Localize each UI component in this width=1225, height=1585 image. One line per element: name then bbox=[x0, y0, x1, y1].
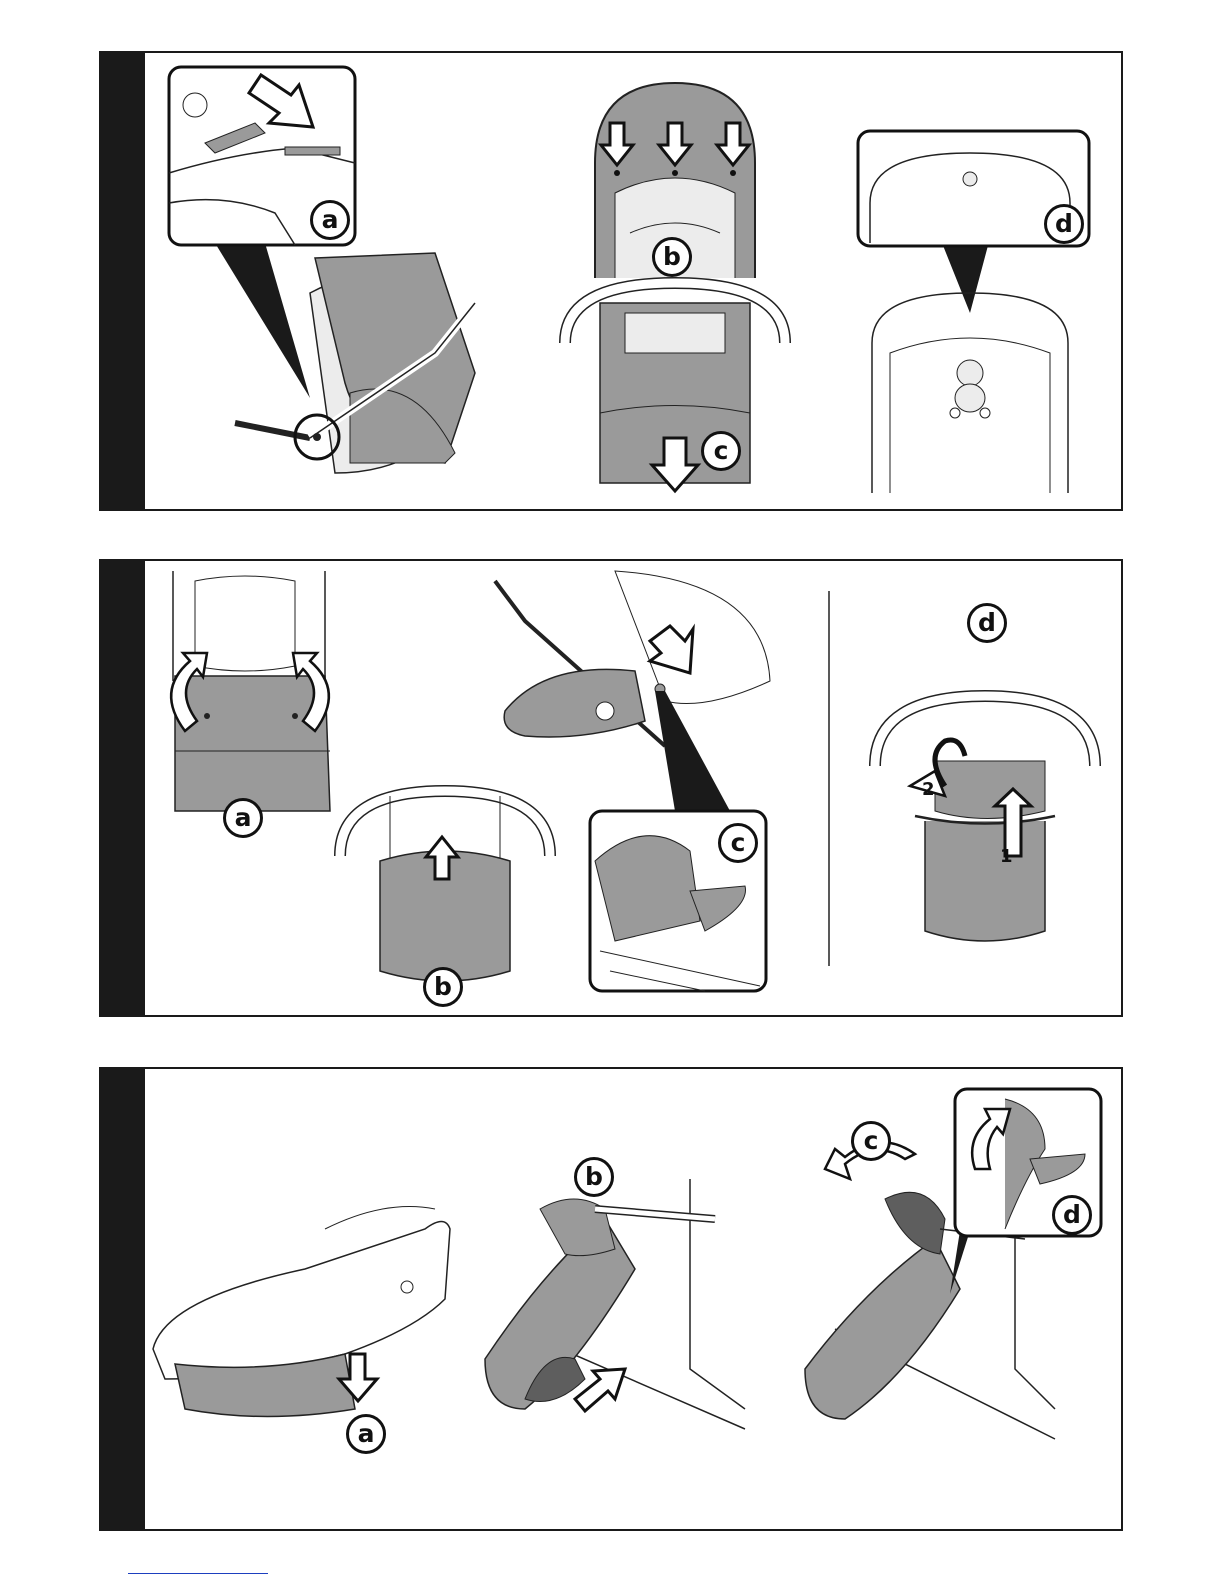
step-label-d: d bbox=[1044, 204, 1084, 244]
panel-side-bar bbox=[101, 53, 145, 509]
step-label-c: c bbox=[718, 823, 758, 863]
footmuff-d bbox=[925, 821, 1045, 941]
step-label-b: b bbox=[652, 237, 692, 277]
callout-wedge bbox=[215, 243, 310, 398]
arrows-down-b bbox=[601, 123, 749, 165]
panel-side-bar bbox=[101, 561, 145, 1015]
footmuff-c bbox=[805, 1239, 960, 1419]
step-number-2: 2 bbox=[922, 779, 935, 800]
step-label-b: b bbox=[574, 1157, 614, 1197]
step-label-a: a bbox=[310, 200, 350, 240]
step-label-a: a bbox=[223, 798, 263, 838]
step-label-d: d bbox=[967, 603, 1007, 643]
footmuff-a bbox=[153, 1222, 450, 1380]
footer-underline bbox=[128, 1573, 268, 1574]
step-label-c: c bbox=[701, 431, 741, 471]
step-label-a: a bbox=[346, 1414, 386, 1454]
panel-3-illustration bbox=[145, 1069, 1121, 1529]
panel-1-illustration bbox=[145, 53, 1121, 509]
step-label-b: b bbox=[423, 967, 463, 1007]
panel-side-bar bbox=[101, 1069, 145, 1529]
seat-pad bbox=[175, 676, 330, 811]
instruction-panel-2: a b c d 1 2 bbox=[99, 559, 1123, 1017]
step-label-d: d bbox=[1052, 1195, 1092, 1235]
instruction-panel-3: a b c d bbox=[99, 1067, 1123, 1531]
step-label-c: c bbox=[851, 1121, 891, 1161]
flap bbox=[885, 1192, 945, 1254]
instruction-panel-1: a b c d bbox=[99, 51, 1123, 511]
step-number-1: 1 bbox=[1000, 846, 1013, 867]
toy-bear bbox=[957, 360, 983, 386]
